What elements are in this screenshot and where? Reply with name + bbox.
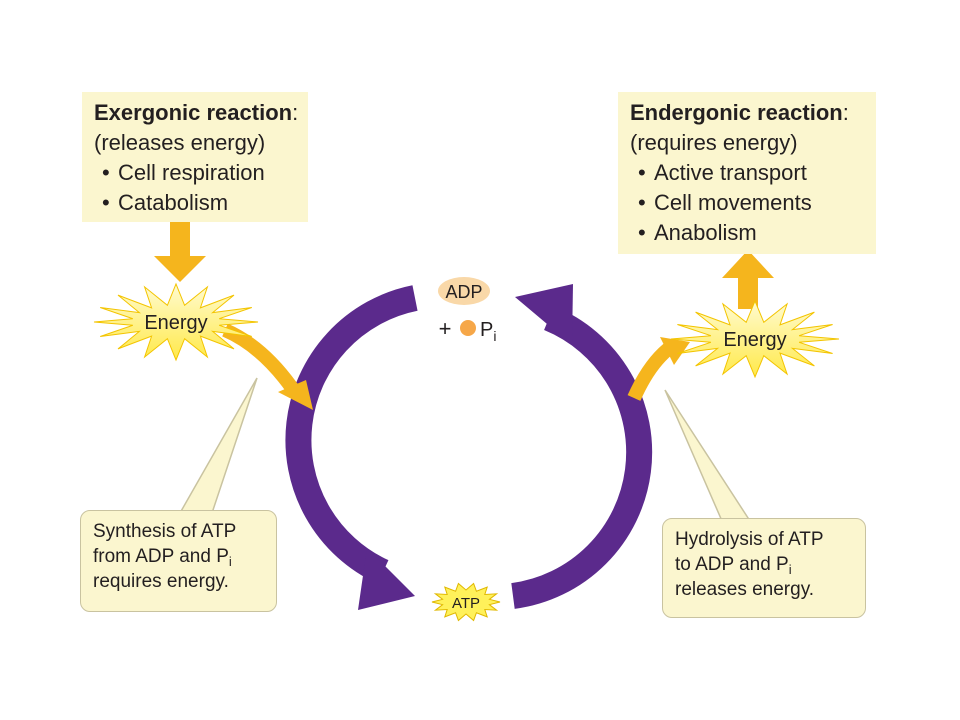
endergonic-up-arrow-shaft bbox=[738, 275, 758, 309]
atp-starburst bbox=[431, 582, 501, 622]
phosphate-label: Pi bbox=[480, 319, 496, 344]
adp-label: ADP bbox=[445, 282, 482, 302]
energy-label-left: Energy bbox=[144, 312, 207, 334]
hydrolysis-callout: Hydrolysis of ATP to ADP and Pi releases… bbox=[662, 518, 866, 618]
exergonic-title: Exergonic reaction: bbox=[94, 100, 299, 125]
atp-synthesis-arrowhead bbox=[358, 548, 415, 610]
plus-sign: + bbox=[439, 316, 452, 341]
endergonic-item: Active transport bbox=[630, 158, 876, 188]
atp-hydrolysis-arrowhead bbox=[515, 284, 573, 345]
endergonic-reaction-box: Endergonic reaction: (requires energy) A… bbox=[618, 92, 876, 254]
energy-starburst-right bbox=[670, 299, 840, 379]
exergonic-down-arrow-shaft bbox=[170, 222, 190, 258]
synthesis-line-1: Synthesis of ATP bbox=[93, 521, 237, 542]
energy-input-arrowhead bbox=[278, 380, 313, 410]
endergonic-item: Anabolism bbox=[630, 218, 876, 248]
energy-label-right: Energy bbox=[723, 329, 786, 351]
atp-label: ATP bbox=[452, 595, 480, 612]
exergonic-item: Catabolism bbox=[94, 188, 308, 218]
hydrolysis-callout-pointer bbox=[664, 389, 752, 522]
energy-output-arrowhead bbox=[660, 337, 690, 365]
atp-synthesis-arrow bbox=[285, 285, 418, 584]
endergonic-title: Endergonic reaction: bbox=[630, 100, 849, 125]
endergonic-up-arrow-head bbox=[722, 250, 774, 278]
endergonic-item: Cell movements bbox=[630, 188, 876, 218]
phosphate-dot bbox=[460, 320, 476, 336]
exergonic-list: Cell respiration Catabolism bbox=[94, 158, 308, 218]
hydrolysis-line-3: releases energy. bbox=[675, 579, 815, 600]
atp-hydrolysis-arrow bbox=[511, 305, 653, 609]
synthesis-callout: Synthesis of ATP from ADP and Pi require… bbox=[80, 510, 277, 612]
endergonic-subtitle: (requires energy) bbox=[630, 130, 798, 155]
hydrolysis-line-2: to ADP and Pi bbox=[675, 554, 792, 577]
synthesis-callout-pointer bbox=[178, 377, 258, 514]
energy-input-arrow-shaft bbox=[222, 323, 298, 393]
hydrolysis-line-1: Hydrolysis of ATP bbox=[675, 529, 824, 550]
energy-starburst-left bbox=[93, 282, 259, 362]
adp-ellipse bbox=[438, 277, 490, 305]
exergonic-item: Cell respiration bbox=[94, 158, 308, 188]
exergonic-reaction-box: Exergonic reaction: (releases energy) Ce… bbox=[82, 92, 308, 222]
energy-output-arrow-shaft bbox=[627, 340, 677, 401]
endergonic-list: Active transport Cell movements Anabolis… bbox=[630, 158, 876, 248]
exergonic-subtitle: (releases energy) bbox=[94, 130, 266, 155]
synthesis-line-2: from ADP and Pi bbox=[93, 546, 232, 569]
exergonic-down-arrow-head bbox=[154, 256, 206, 282]
synthesis-line-3: requires energy. bbox=[93, 571, 229, 592]
